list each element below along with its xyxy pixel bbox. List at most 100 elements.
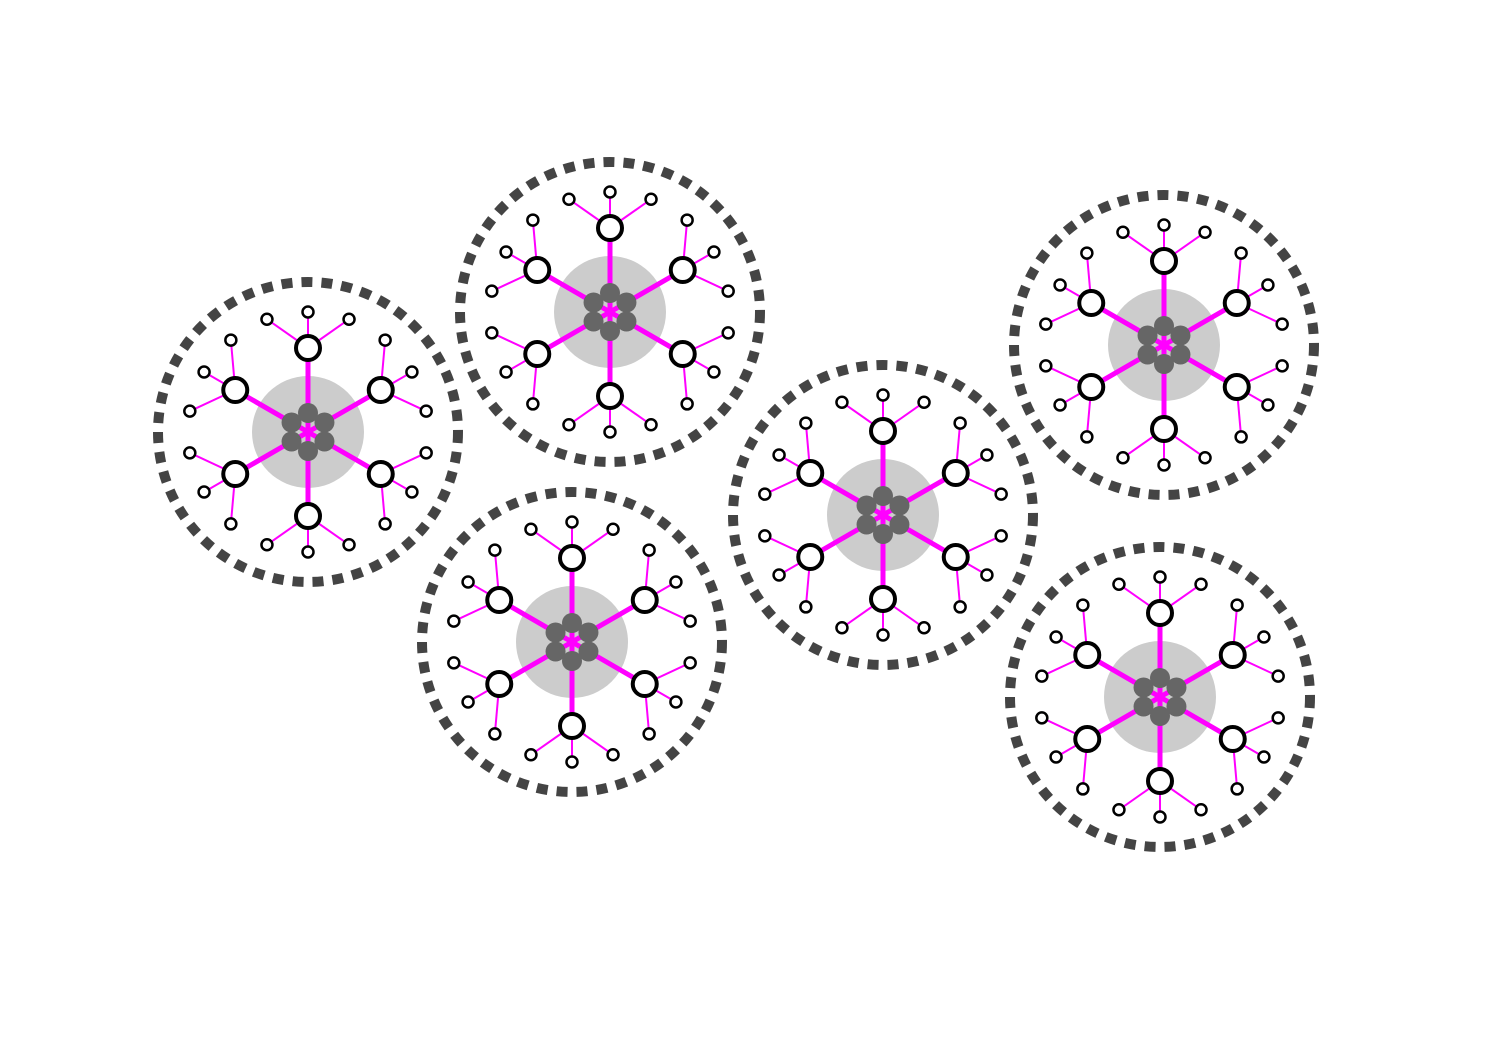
leaf-node <box>1230 782 1244 796</box>
arm-node <box>941 459 970 487</box>
leaf-node <box>447 614 461 628</box>
arm-node <box>1218 725 1247 753</box>
leaf-node <box>1234 246 1248 260</box>
core-bead <box>298 403 318 423</box>
leaf-node <box>260 312 274 326</box>
arm-node <box>366 460 395 488</box>
arm-node <box>869 417 897 445</box>
arm-node <box>630 586 659 614</box>
leaf-node <box>562 192 576 206</box>
arm-node <box>668 340 697 368</box>
leaf-node <box>1198 225 1212 239</box>
core-bead <box>1170 325 1191 346</box>
leaf-node <box>707 365 721 379</box>
leaf-node <box>488 727 502 741</box>
core-bead <box>1170 344 1191 365</box>
leaf-node <box>260 538 274 552</box>
arm-node <box>1222 373 1251 401</box>
arm-node <box>796 543 825 571</box>
core-bead <box>1166 696 1187 717</box>
arm-node <box>558 544 586 572</box>
leaf-node <box>1116 225 1130 239</box>
core-bead <box>1166 677 1187 698</box>
leaf-node <box>642 543 656 557</box>
leaf-node <box>603 185 617 199</box>
arm-node <box>1073 725 1102 753</box>
cluster-6 <box>1005 542 1315 852</box>
arm-node <box>485 670 514 698</box>
core-bead <box>578 641 599 662</box>
leaf-node <box>1275 359 1289 373</box>
arm-node <box>485 586 514 614</box>
arm-node <box>630 670 659 698</box>
leaf-node <box>224 517 238 531</box>
leaf-node <box>526 213 540 227</box>
clusters-layer <box>153 157 1319 852</box>
leaf-node <box>1153 810 1167 824</box>
arm-node <box>523 256 552 284</box>
leaf-node <box>772 448 786 462</box>
leaf-node <box>1080 246 1094 260</box>
leaf-node <box>772 568 786 582</box>
leaf-node <box>405 365 419 379</box>
core-bead <box>600 283 620 303</box>
core-bead <box>1154 316 1174 336</box>
arm-node <box>294 334 322 362</box>
leaf-node <box>562 418 576 432</box>
leaf-node <box>1035 669 1049 683</box>
cluster-boundary <box>153 277 463 587</box>
arm-node <box>1077 373 1106 401</box>
leaf-node <box>1257 630 1271 644</box>
leaf-node <box>447 656 461 670</box>
leaf-node <box>1261 278 1275 292</box>
leaf-node <box>644 418 658 432</box>
leaf-node <box>758 529 772 543</box>
core-bead <box>314 431 335 452</box>
leaf-node <box>876 388 890 402</box>
arm-node <box>668 256 697 284</box>
leaf-node <box>1275 317 1289 331</box>
arm-node <box>1218 641 1247 669</box>
arm-node <box>596 382 624 410</box>
leaf-node <box>707 245 721 259</box>
leaf-node <box>953 416 967 430</box>
core-bead <box>1133 677 1154 698</box>
leaf-node <box>603 425 617 439</box>
arm-node <box>1222 289 1251 317</box>
leaf-node <box>1112 803 1126 817</box>
cluster-1 <box>153 277 463 587</box>
core-bead <box>1137 325 1158 346</box>
core-bead <box>545 622 566 643</box>
leaf-node <box>980 568 994 582</box>
leaf-node <box>197 485 211 499</box>
core-bead <box>616 311 637 332</box>
leaf-node <box>1234 430 1248 444</box>
arm-node <box>796 459 825 487</box>
leaf-node <box>565 755 579 769</box>
core-bead <box>314 412 335 433</box>
leaf-node <box>378 517 392 531</box>
leaf-node <box>1116 451 1130 465</box>
arm-node <box>523 340 552 368</box>
leaf-node <box>644 192 658 206</box>
core-bead <box>281 431 302 452</box>
core-bead <box>1150 668 1170 688</box>
leaf-node <box>485 326 499 340</box>
leaf-node <box>642 727 656 741</box>
core-bead <box>1154 354 1174 374</box>
core-bead <box>583 311 604 332</box>
leaf-node <box>1194 803 1208 817</box>
leaf-node <box>565 515 579 529</box>
leaf-node <box>485 284 499 298</box>
leaf-node <box>799 416 813 430</box>
arm-node <box>366 376 395 404</box>
leaf-node <box>683 656 697 670</box>
arm-node <box>221 376 250 404</box>
leaf-node <box>342 538 356 552</box>
core-bead <box>583 292 604 313</box>
leaf-node <box>342 312 356 326</box>
cluster-3 <box>417 487 727 797</box>
arm-node <box>1146 767 1174 795</box>
leaf-node <box>680 213 694 227</box>
